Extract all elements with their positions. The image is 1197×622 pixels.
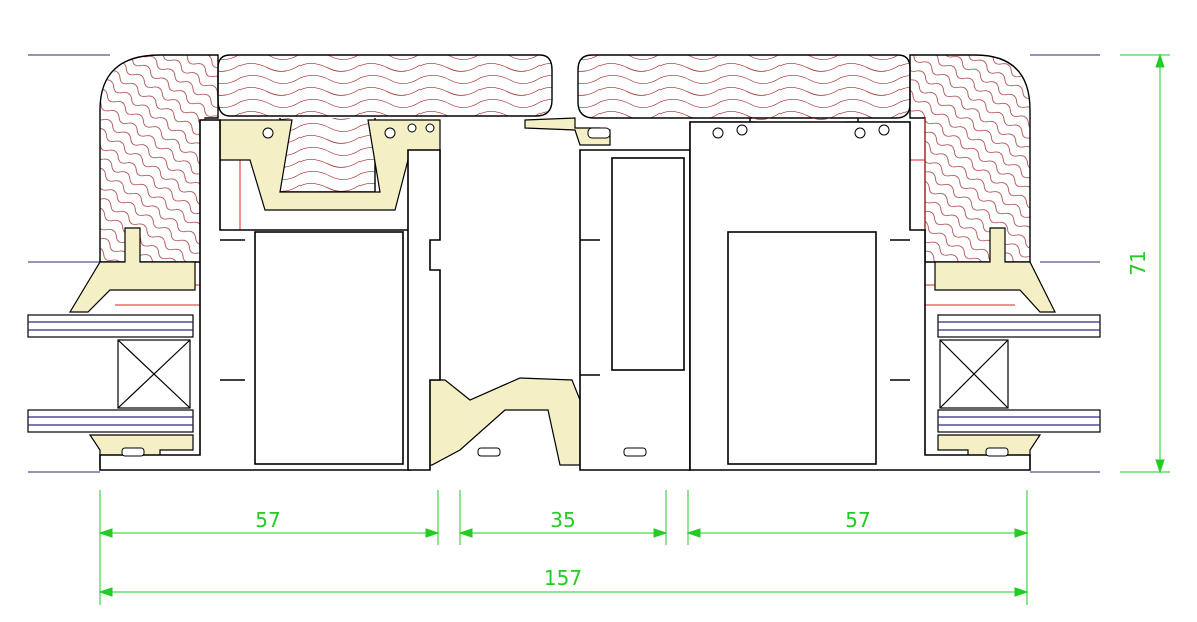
dim-middle-section: 35: [550, 508, 575, 532]
wood-block-right-outer: [909, 54, 1031, 263]
dimension-labels: 57 35 57 157 71: [255, 250, 1150, 590]
mullion-glass-pocket: [611, 157, 685, 371]
gasket-left-bead: [68, 227, 196, 313]
left-frame-chamber: [254, 231, 404, 465]
gasket-right-bead: [934, 227, 1056, 313]
dimension-lines: [98, 53, 1170, 605]
right-frame-chamber: [727, 231, 877, 465]
left-glazing-unit: [27, 314, 194, 433]
guide-lines: [28, 54, 1100, 473]
profile-holes: [121, 123, 1009, 457]
gasket-bottom-center-left: [409, 377, 581, 466]
dim-left-section: 57: [255, 508, 280, 532]
dim-right-section: 57: [845, 508, 870, 532]
wood-block-right-top: [577, 54, 911, 119]
wood-block-left-top: [217, 54, 553, 117]
center-left-sash: [407, 149, 441, 471]
aluminium-frame: [99, 119, 1031, 471]
gasket-top-center-clip: [524, 117, 611, 146]
dim-height: 71: [1126, 250, 1150, 275]
right-glazing-unit: [937, 314, 1101, 433]
dim-total-width: 157: [544, 566, 582, 590]
wood-block-left-outer: [99, 54, 219, 263]
